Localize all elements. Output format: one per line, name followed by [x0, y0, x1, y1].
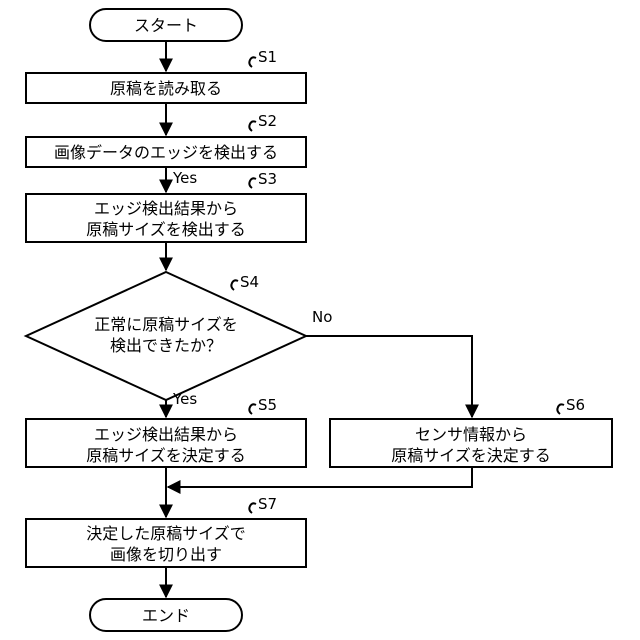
- step-s7-id: S7: [258, 495, 277, 513]
- step-s5-leader: [249, 404, 256, 414]
- decision-s4-line1: 正常に原稿サイズを: [94, 315, 238, 334]
- decision-s4-id: S4: [240, 273, 259, 291]
- step-s1-leader: [249, 57, 256, 67]
- arrow-s6-merge: [168, 467, 472, 487]
- step-s3-leader: [249, 178, 256, 188]
- step-s5-id: S5: [258, 396, 277, 414]
- yes-label-s2: Yes: [172, 169, 197, 187]
- step-s6-line1: センサ情報から: [415, 425, 527, 444]
- step-s3-line2: 原稿サイズを検出する: [86, 220, 246, 239]
- step-s3-id: S3: [258, 170, 277, 188]
- step-s5-line1: エッジ検出結果から: [94, 425, 238, 444]
- step-s6-id: S6: [566, 396, 585, 414]
- end-label: エンド: [142, 606, 190, 625]
- step-s1-text: 原稿を読み取る: [110, 79, 222, 98]
- no-label: No: [312, 308, 332, 326]
- step-s6-line2: 原稿サイズを決定する: [391, 446, 551, 465]
- step-s7-line1: 決定した原稿サイズで: [86, 524, 246, 543]
- arrow-s4-s6-no: [306, 336, 472, 417]
- step-s6-leader: [557, 404, 564, 414]
- start-label: スタート: [134, 16, 198, 35]
- step-s3-line1: エッジ検出結果から: [94, 199, 238, 218]
- step-s2-text: 画像データのエッジを検出する: [54, 143, 278, 162]
- yes-label-s4: Yes: [172, 390, 197, 408]
- decision-s4-leader: [231, 280, 238, 290]
- step-s5-line2: 原稿サイズを決定する: [86, 446, 246, 465]
- decision-s4-line2: 検出できたか？: [110, 336, 222, 355]
- step-s7-leader: [249, 503, 256, 513]
- step-s2-id: S2: [258, 112, 277, 130]
- step-s2-leader: [249, 121, 256, 131]
- step-s7-line2: 画像を切り出す: [110, 545, 222, 564]
- step-s1-id: S1: [258, 48, 277, 66]
